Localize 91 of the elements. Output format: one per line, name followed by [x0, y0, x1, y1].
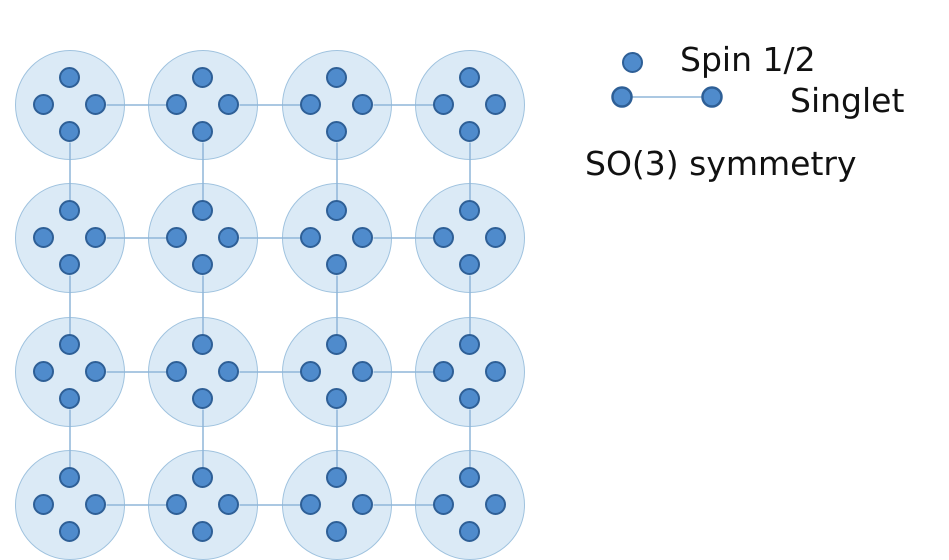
singlet-bond: [374, 104, 434, 106]
spin-dot: [326, 254, 347, 275]
singlet-bond: [69, 276, 71, 334]
singlet-bond: [469, 410, 471, 468]
singlet-bond: [374, 504, 434, 506]
spin-dot: [59, 334, 80, 355]
spin-dot: [192, 200, 213, 221]
singlet-bond: [106, 104, 166, 106]
legend-text: Singlet: [790, 81, 904, 120]
spin-dot: [166, 94, 187, 115]
spin-dot: [85, 361, 106, 382]
singlet-bond: [69, 142, 71, 200]
spin-dot: [459, 121, 480, 142]
spin-dot: [192, 467, 213, 488]
spin-dot: [300, 494, 321, 515]
spin-dot: [166, 227, 187, 248]
singlet-bond: [469, 142, 471, 200]
spin-dot: [59, 521, 80, 542]
singlet-bond: [106, 504, 166, 506]
singlet-bond: [336, 142, 338, 200]
spin-dot: [352, 94, 373, 115]
spin-dot: [326, 200, 347, 221]
spin-dot: [59, 467, 80, 488]
spin-dot: [59, 200, 80, 221]
spin-dot: [192, 121, 213, 142]
spin-dot: [166, 361, 187, 382]
spin-dot: [433, 361, 454, 382]
spin-dot: [166, 494, 187, 515]
spin-dot: [459, 67, 480, 88]
spin-dot: [433, 94, 454, 115]
spin-dot: [352, 361, 373, 382]
spin-dot: [59, 121, 80, 142]
spin-dot: [459, 388, 480, 409]
spin-dot: [433, 227, 454, 248]
spin-dot: [192, 521, 213, 542]
singlet-bond: [336, 276, 338, 334]
spin-dot: [485, 94, 506, 115]
spin-dot: [218, 227, 239, 248]
singlet-bond: [374, 371, 434, 373]
spin-dot: [326, 334, 347, 355]
spin-dot: [192, 334, 213, 355]
spin-dot: [485, 227, 506, 248]
singlet-bond: [240, 371, 300, 373]
spin-dot: [218, 361, 239, 382]
spin-dot: [33, 227, 54, 248]
spin-dot: [300, 94, 321, 115]
spin-dot: [326, 121, 347, 142]
singlet-bond: [202, 142, 204, 200]
spin-dot: [459, 200, 480, 221]
spin-dot: [33, 94, 54, 115]
spin-dot: [218, 494, 239, 515]
singlet-bond: [202, 276, 204, 334]
spin-dot: [192, 67, 213, 88]
spin-dot: [300, 227, 321, 248]
spin-dot: [59, 67, 80, 88]
spin-dot: [33, 494, 54, 515]
spin-dot: [459, 467, 480, 488]
spin-dot: [300, 361, 321, 382]
singlet-bond: [469, 276, 471, 334]
spin-dot: [352, 494, 373, 515]
singlet-bond: [202, 410, 204, 468]
spin-dot: [85, 494, 106, 515]
spin-dot: [192, 388, 213, 409]
spin-dot: [459, 334, 480, 355]
spin-dot: [59, 388, 80, 409]
singlet-bond: [106, 237, 166, 239]
spin-dot: [326, 521, 347, 542]
singlet-bond: [374, 237, 434, 239]
spin-dot: [33, 361, 54, 382]
singlet-bond: [240, 504, 300, 506]
legend-text: SO(3) symmetry: [585, 144, 857, 183]
singlet-bond: [106, 371, 166, 373]
spin-dot: [352, 227, 373, 248]
legend-text: Spin 1/2: [680, 40, 816, 79]
singlet-bond: [240, 104, 300, 106]
spin-dot: [485, 361, 506, 382]
spin-dot: [485, 494, 506, 515]
spin-dot: [433, 494, 454, 515]
spin-dot: [326, 467, 347, 488]
spin-dot: [218, 94, 239, 115]
spin-dot: [326, 388, 347, 409]
singlet-bond: [336, 410, 338, 468]
spin-dot: [85, 227, 106, 248]
spin-dot: [85, 94, 106, 115]
spin-dot: [459, 521, 480, 542]
spin-dot: [326, 67, 347, 88]
spin-dot: [459, 254, 480, 275]
spin-dot: [59, 254, 80, 275]
singlet-bond: [240, 237, 300, 239]
spin-dot: [192, 254, 213, 275]
singlet-bond: [69, 410, 71, 468]
